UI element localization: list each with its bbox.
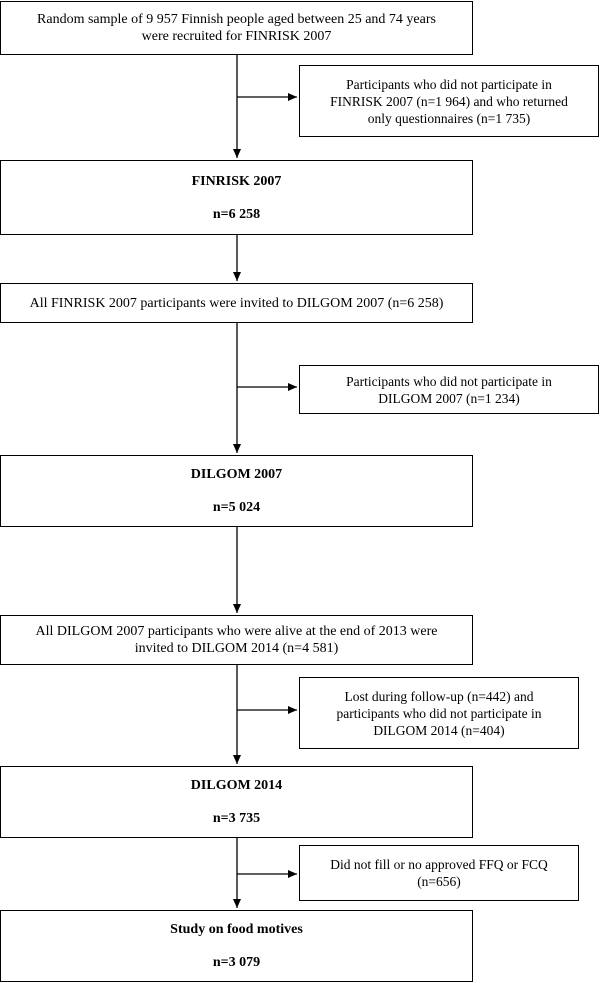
box-title: DILGOM 2014 — [190, 778, 283, 793]
box-dilgom-2007: DILGOM 2007 n=5 024 — [0, 455, 473, 527]
box-count: n=3 079 — [212, 955, 261, 970]
box-title: Study on food motives — [170, 922, 303, 937]
box-count: n=6 258 — [212, 206, 261, 222]
box-count: n=3 735 — [212, 811, 261, 826]
box-invited-dilgom-2007: All FINRISK 2007 participants were invit… — [0, 283, 473, 323]
box-finrisk-2007: FINRISK 2007 n=6 258 — [0, 160, 473, 235]
box-dilgom-2014: DILGOM 2014 n=3 735 — [0, 766, 473, 838]
box-invited-dilgom-2014: All DILGOM 2007 participants who were al… — [0, 615, 473, 665]
box-excluded-ffq: Did not fill or no approved FFQ or FCQ (… — [299, 845, 579, 901]
box-food-motives: Study on food motives n=3 079 — [0, 910, 473, 982]
box-count: n=5 024 — [212, 500, 261, 515]
box-title: DILGOM 2007 — [190, 467, 283, 482]
box-recruited: Random sample of 9 957 Finnish people ag… — [0, 1, 473, 55]
box-excluded-finrisk: Participants who did not participate in … — [299, 65, 599, 137]
box-title: FINRISK 2007 — [191, 173, 282, 189]
box-excluded-dilgom-2014: Lost during follow-up (n=442) and partic… — [299, 677, 579, 749]
box-excluded-dilgom-2007: Participants who did not participate in … — [299, 365, 599, 414]
